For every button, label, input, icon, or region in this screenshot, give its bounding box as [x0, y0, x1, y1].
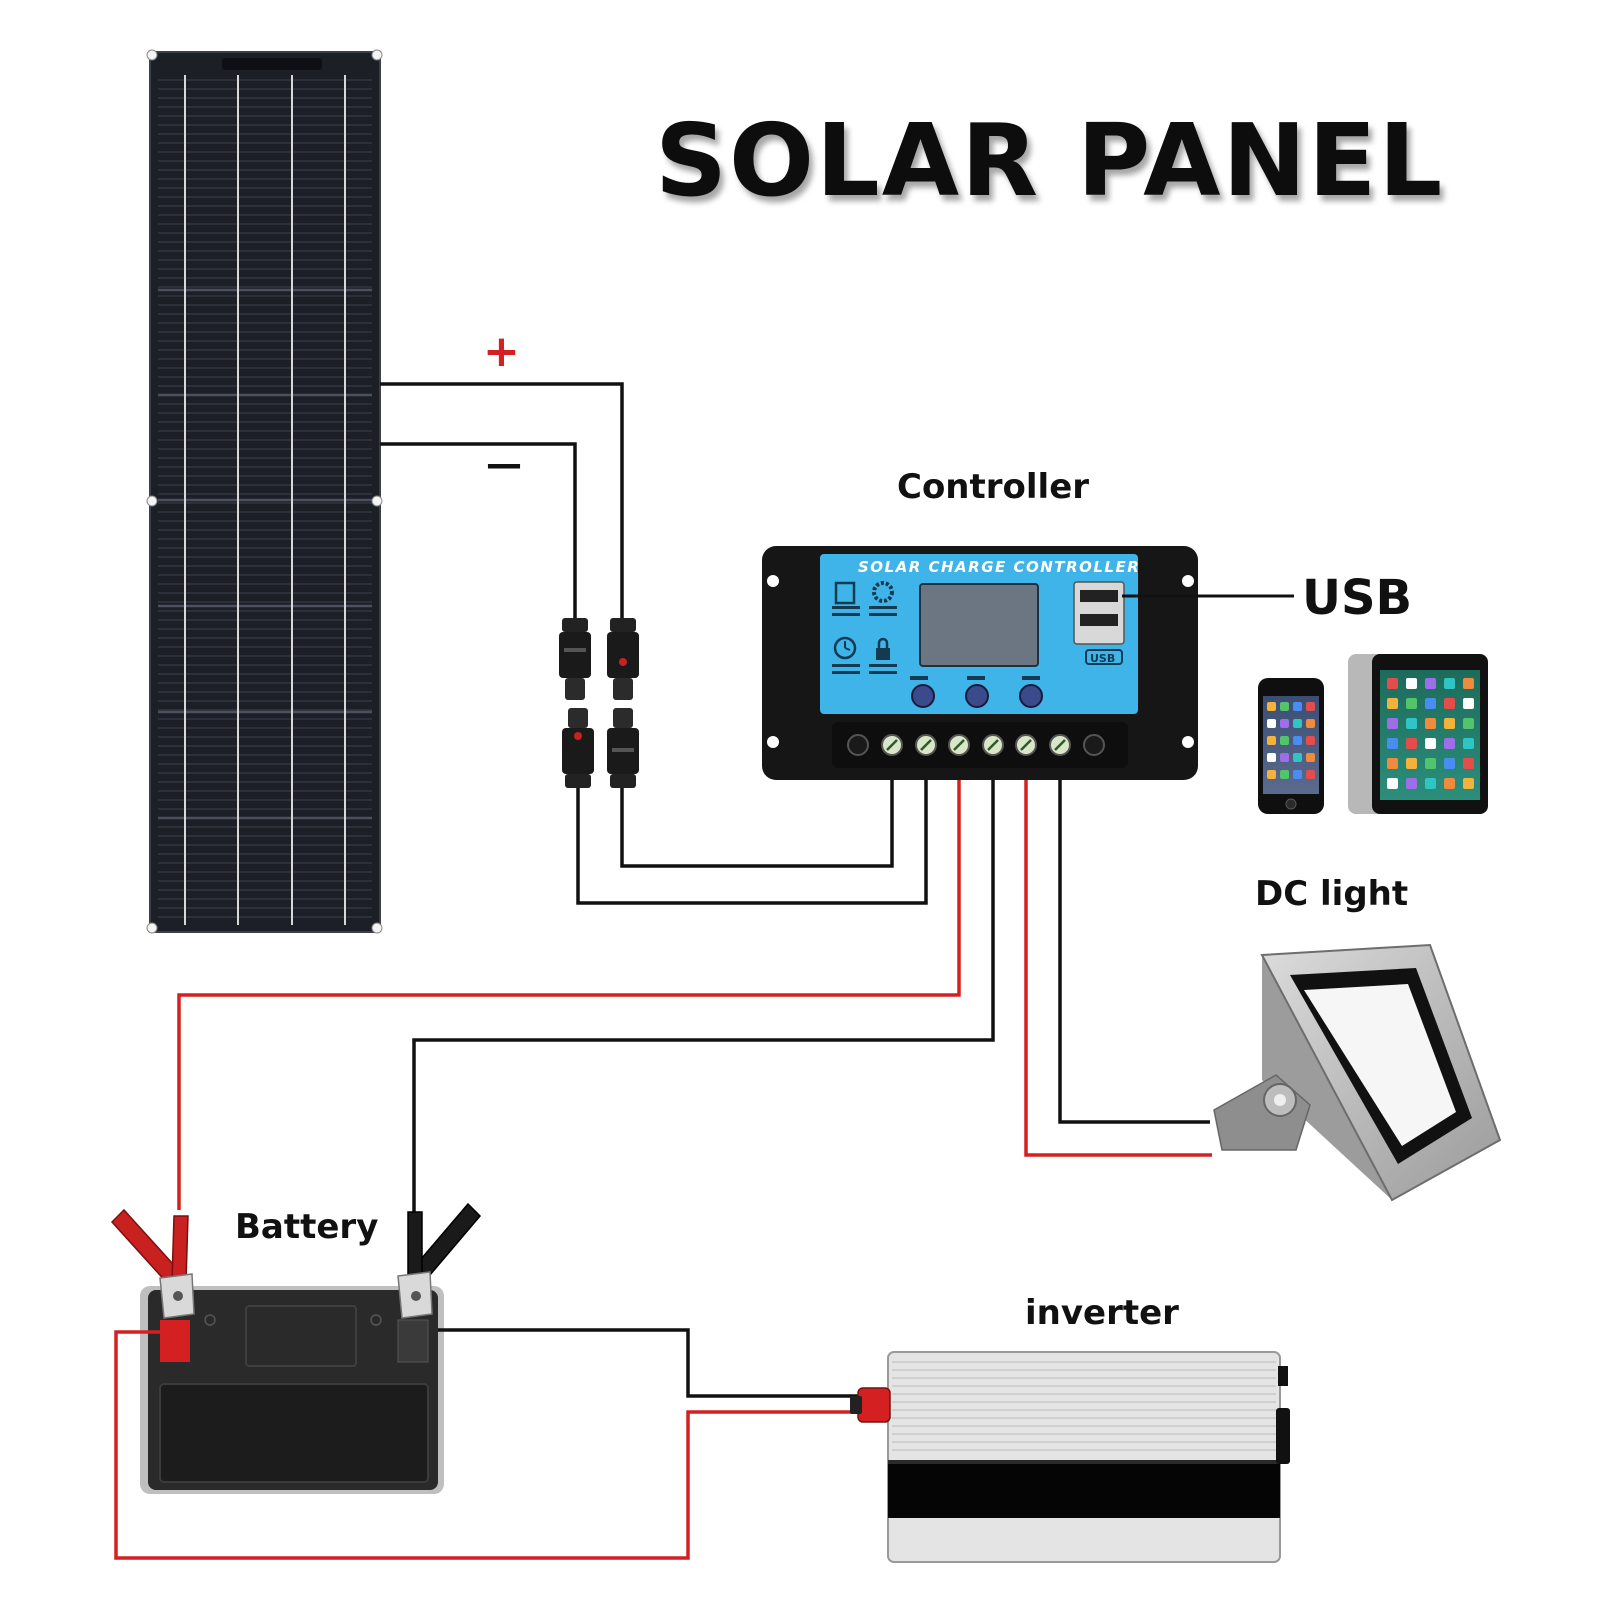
battery-label: Battery: [235, 1207, 378, 1247]
positive-label: +: [483, 326, 520, 377]
panel-wires: [380, 382, 928, 905]
mc4-connector-icon: [559, 618, 639, 788]
solar-panel-icon: [146, 49, 383, 934]
controller-output-wires: [177, 780, 1212, 1212]
battery-inverter-wires: [114, 1328, 862, 1560]
smartphone-icon: [1258, 678, 1324, 814]
floodlight-icon: [1213, 943, 1502, 1202]
negative-label: —: [486, 444, 522, 485]
battery-icon: [140, 1286, 444, 1494]
charge-controller-icon: SOLAR CHARGE CONTROLLER USB: [762, 546, 1198, 780]
inverter-icon: [850, 1351, 1290, 1563]
usb-label: USB: [1302, 570, 1412, 626]
tablet-icon: [1348, 654, 1488, 814]
page-title: SOLAR PANEL: [655, 102, 1444, 219]
usb-badge: USB: [1090, 652, 1115, 665]
controller-header: SOLAR CHARGE CONTROLLER: [858, 558, 1140, 576]
dc-light-label: DC light: [1255, 874, 1408, 914]
inverter-label: inverter: [1025, 1293, 1179, 1333]
controller-label: Controller: [897, 467, 1089, 507]
alligator-clamp-icon: [110, 1202, 482, 1319]
